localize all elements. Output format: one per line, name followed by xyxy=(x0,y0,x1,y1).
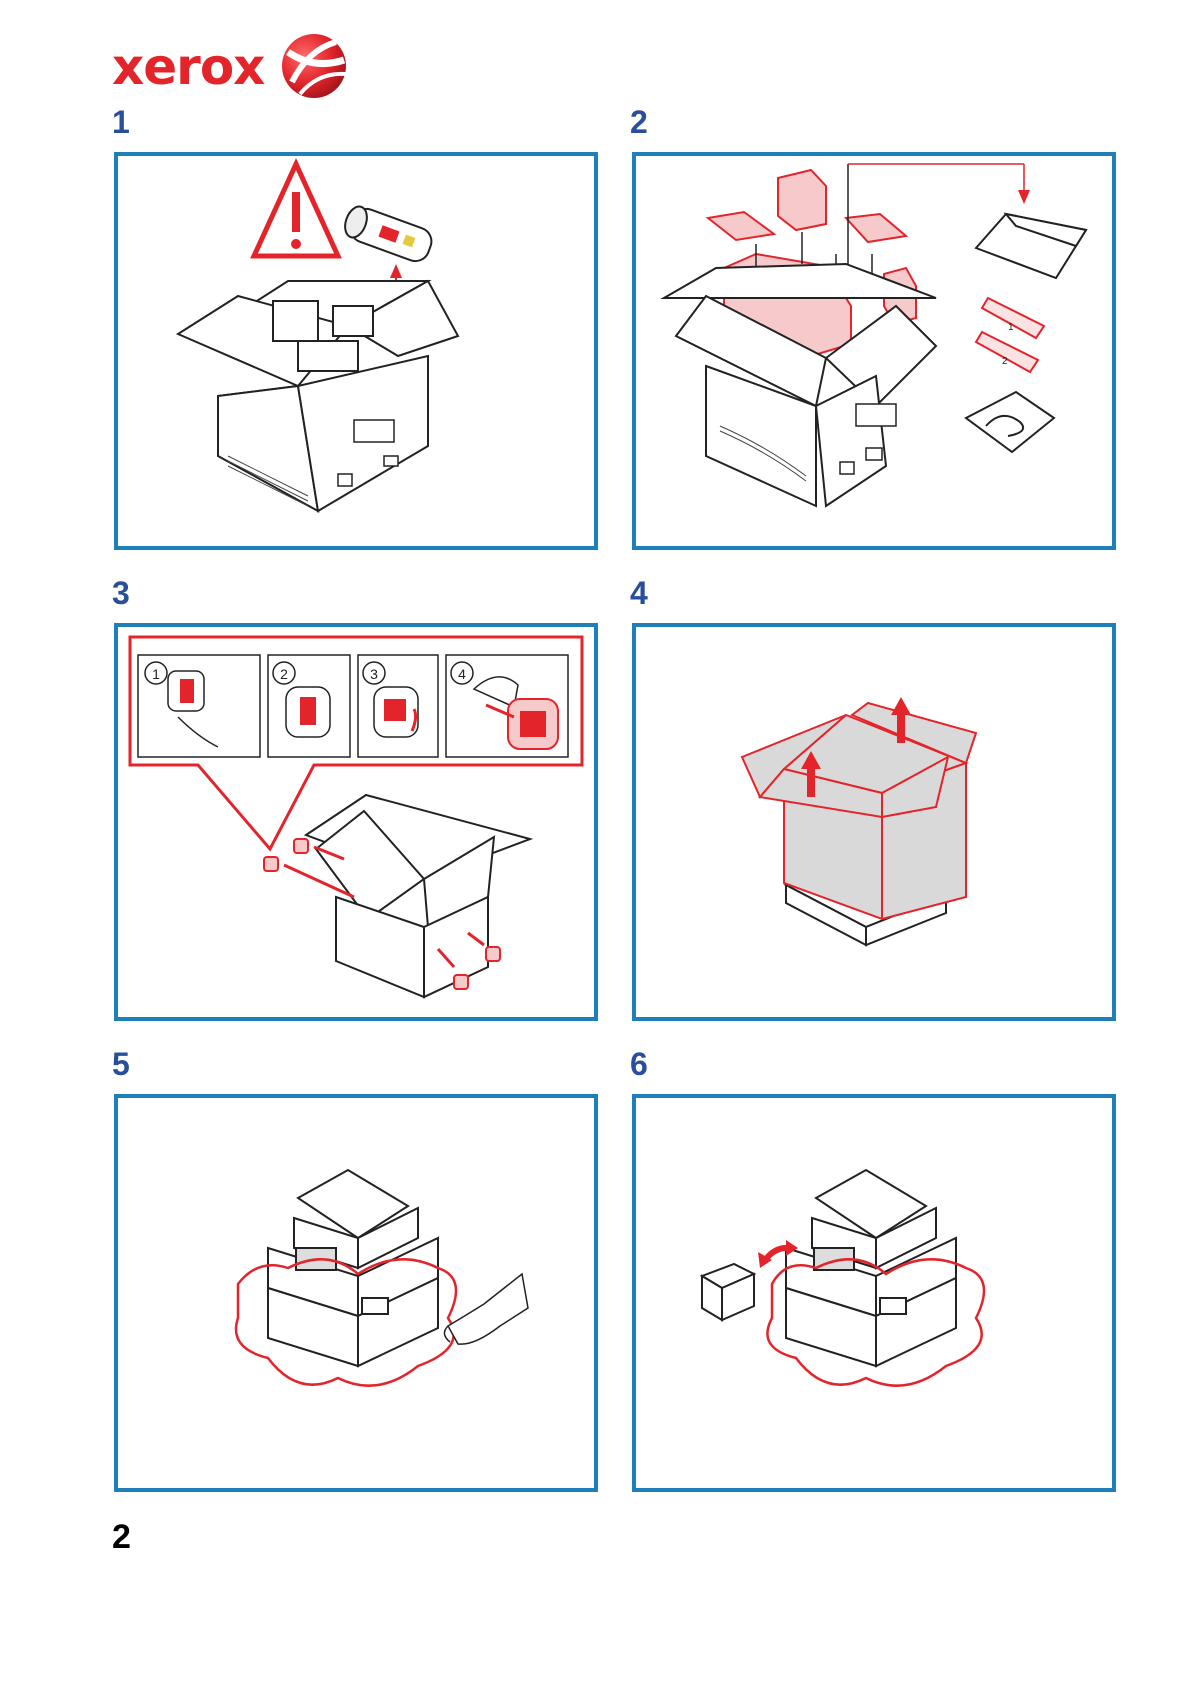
brand-wordmark: xerox xyxy=(112,38,264,96)
step-2-number: 2 xyxy=(630,104,648,141)
lifted-box-icon xyxy=(742,703,976,919)
substep-2-panel: 2 xyxy=(268,655,350,757)
step-6-panel xyxy=(632,1094,1116,1492)
foam-bracket-left-icon xyxy=(708,212,774,240)
svg-text:4: 4 xyxy=(458,666,466,682)
step-5-illustration xyxy=(118,1098,594,1488)
foam-block-icon xyxy=(702,1264,754,1320)
step-3-panel: 1 2 3 4 xyxy=(114,623,598,1021)
step-4-number: 4 xyxy=(630,575,648,612)
step-1-illustration xyxy=(118,156,594,546)
printer-icon xyxy=(268,1170,438,1366)
foam-bracket-right-icon xyxy=(846,214,906,242)
hand-icon xyxy=(444,1274,528,1344)
step-2-panel: 1 2 xyxy=(632,152,1116,550)
cable-bag-2-icon: 2 xyxy=(976,332,1038,372)
svg-text:3: 3 xyxy=(370,666,378,682)
page-number: 2 xyxy=(112,1518,131,1557)
xerox-sphere-icon xyxy=(278,30,350,102)
svg-text:2: 2 xyxy=(280,666,288,682)
step-5-panel xyxy=(114,1094,598,1492)
step-4-panel xyxy=(632,623,1116,1021)
cable-bag-1-icon: 1 xyxy=(982,298,1044,338)
step-2-illustration: 1 2 xyxy=(636,156,1112,546)
substep-1-panel: 1 xyxy=(138,655,260,757)
step-5-number: 5 xyxy=(112,1046,130,1083)
substep-4-panel: 4 xyxy=(446,655,568,757)
shipping-box-icon xyxy=(306,795,530,997)
step-1-panel xyxy=(114,152,598,550)
xerox-logo: xerox xyxy=(112,30,352,110)
shipping-box-icon xyxy=(178,281,458,511)
printer-icon xyxy=(786,1170,956,1366)
document-envelope-icon xyxy=(976,214,1086,278)
substep-3-panel: 3 xyxy=(358,655,438,757)
warning-triangle-icon xyxy=(254,164,338,256)
step-1-number: 1 xyxy=(112,104,130,141)
step-3-illustration: 1 2 3 4 xyxy=(118,627,594,1017)
foam-block-icon xyxy=(778,170,826,230)
step-4-illustration xyxy=(636,627,1112,1017)
svg-text:2: 2 xyxy=(1002,356,1008,367)
step-3-number: 3 xyxy=(112,575,130,612)
svg-text:1: 1 xyxy=(152,666,160,682)
step-6-number: 6 xyxy=(630,1046,648,1083)
accessory-bag-icon xyxy=(341,204,435,265)
power-cord-bag-icon xyxy=(966,392,1054,452)
svg-text:1: 1 xyxy=(1008,322,1014,333)
step-6-illustration xyxy=(636,1098,1112,1488)
